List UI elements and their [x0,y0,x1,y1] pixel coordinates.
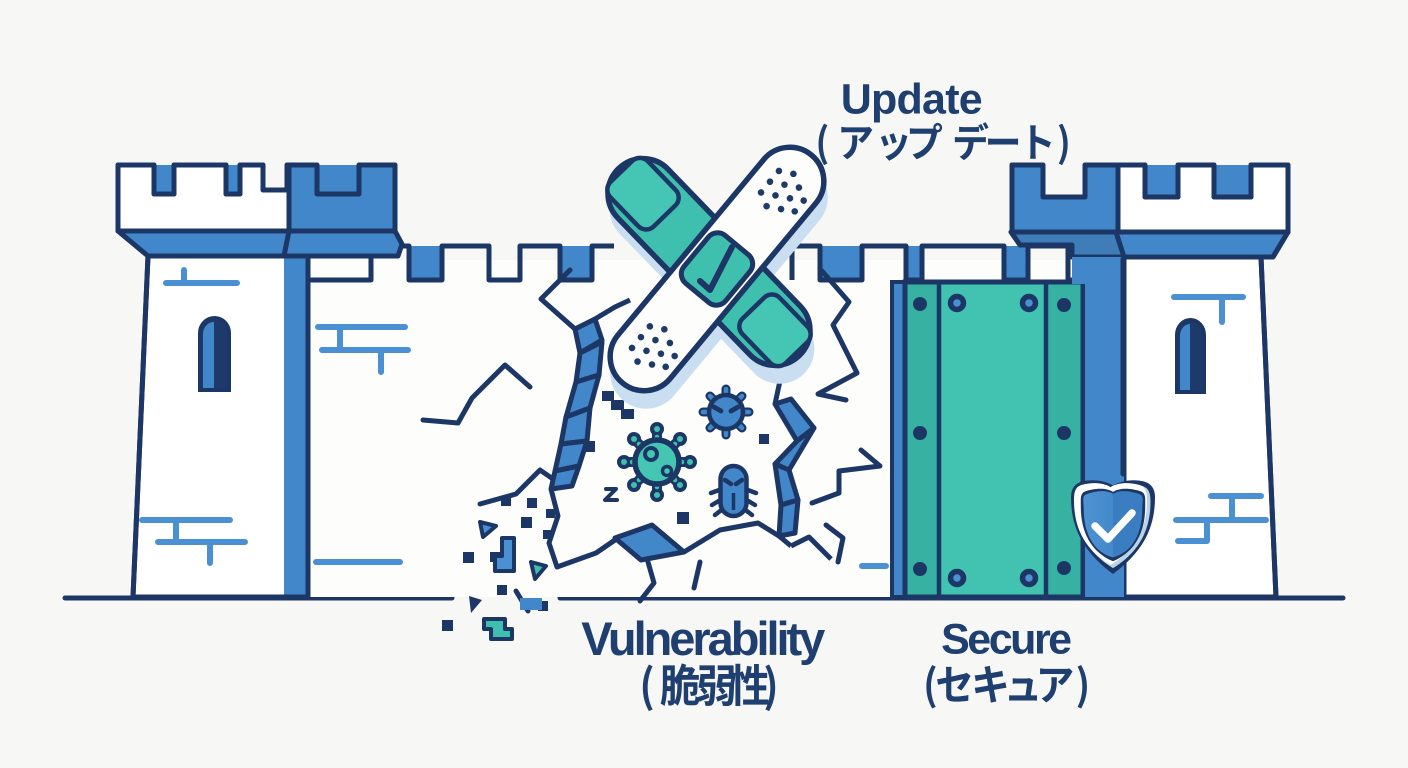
svg-text:Update: Update [841,76,983,124]
svg-text:Vulnerability: Vulnerability [581,612,825,665]
svg-text:Secure: Secure [941,616,1072,664]
